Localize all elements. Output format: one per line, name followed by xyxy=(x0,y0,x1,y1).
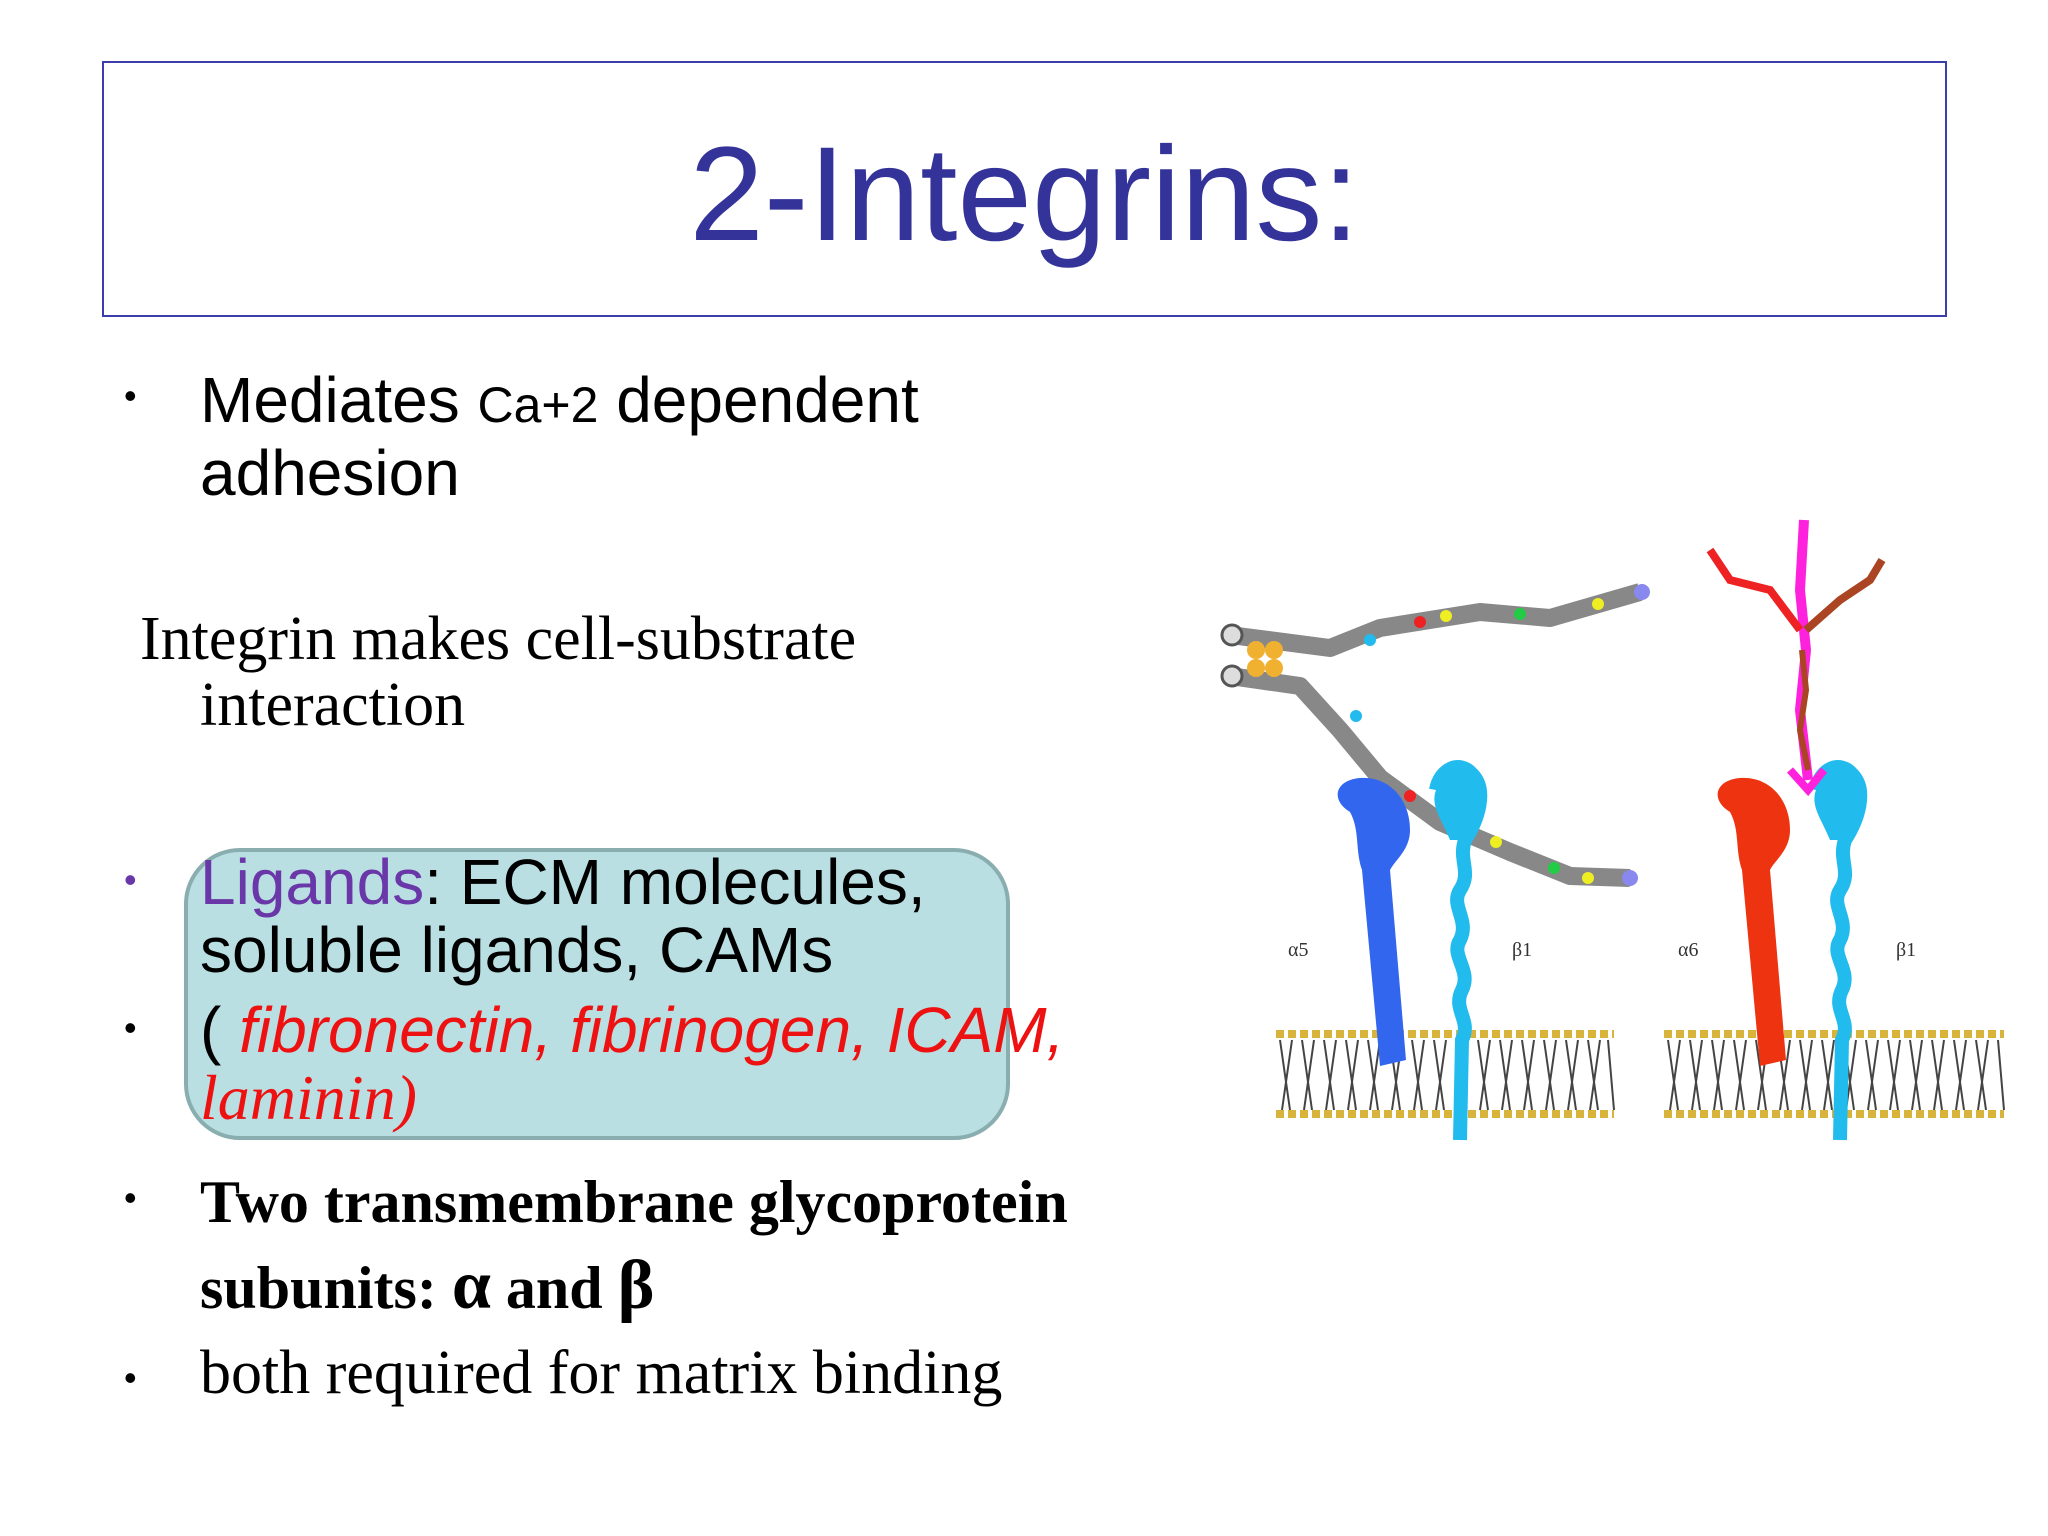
slide-title: 2-Integrins: xyxy=(689,120,1360,269)
ligands-rest: : ECM molecules, xyxy=(424,846,926,918)
ca-text: Ca+2 xyxy=(477,377,599,433)
ligands-label: Ligands xyxy=(200,846,425,918)
beta-symbol: β xyxy=(617,1247,655,1324)
fibronectin-ligand xyxy=(1220,583,1650,887)
alpha-symbol: α xyxy=(451,1247,491,1324)
bullet-examples: ( fibronectin, fibrinogen, ICAM, laminin… xyxy=(200,996,1064,1132)
title-box: 2-Integrins: xyxy=(102,61,1947,317)
label-beta1-left: β1 xyxy=(1512,939,1532,961)
required-text: both required for matrix binding xyxy=(200,1339,1003,1407)
membrane-left xyxy=(1276,1030,1615,1118)
subunits-and: and xyxy=(490,1255,618,1321)
subunits-line1: Two transmembrane glycoprotein xyxy=(200,1169,1068,1235)
alpha5-subunit xyxy=(1337,777,1410,1066)
bullet-marker: • xyxy=(124,375,137,416)
bullet-marker: • xyxy=(124,1007,137,1048)
mediates-suffix: dependent xyxy=(598,364,919,436)
subunits-prefix: subunits: xyxy=(200,1255,452,1321)
bullet-mediates: Mediates Ca+2 dependent adhesion xyxy=(200,366,919,507)
bullet-subunits: Two transmembrane glycoprotein subunits:… xyxy=(200,1160,1068,1330)
alpha6-subunit xyxy=(1717,777,1790,1066)
mediates-line2: adhesion xyxy=(200,437,460,509)
paragraph-line1: Integrin makes cell-substrate xyxy=(140,605,857,673)
ligand-highlight-box xyxy=(184,848,1010,1140)
bullet-marker: • xyxy=(124,1177,137,1218)
laminin-ligand xyxy=(1706,519,1886,797)
ligands-line2: soluble ligands, CAMs xyxy=(200,914,834,986)
examples-line2: laminin) xyxy=(200,1062,417,1133)
label-alpha5: α5 xyxy=(1288,939,1308,961)
integrin-diagram: α5 β1 α6 β1 xyxy=(1220,519,2005,1141)
examples-open: ( xyxy=(200,994,240,1066)
bullet-marker: • xyxy=(124,859,137,900)
bullet-ligands: Ligands: ECM molecules, soluble ligands,… xyxy=(200,848,926,984)
examples-red: fibronectin, fibrinogen, ICAM, xyxy=(239,994,1065,1066)
integrin-paragraph: Integrin makes cell-substrate interactio… xyxy=(140,606,856,738)
mediates-prefix: Mediates xyxy=(200,364,478,436)
label-beta1-right: β1 xyxy=(1896,939,1916,961)
paragraph-line2: interaction xyxy=(200,671,466,739)
bullet-marker: • xyxy=(124,1357,137,1398)
bullet-required: both required for matrix binding xyxy=(200,1338,1002,1408)
label-alpha6: α6 xyxy=(1678,939,1698,961)
